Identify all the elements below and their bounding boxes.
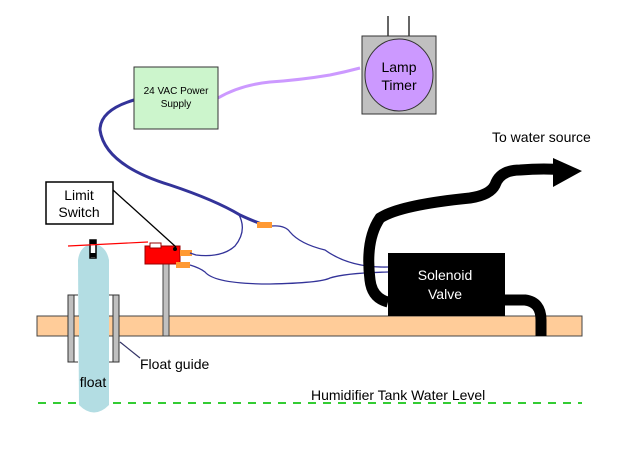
- power-supply-label-1: 24 VAC Power: [144, 86, 210, 97]
- switch-terminal-1: [180, 250, 192, 256]
- water-arrow-head: [553, 158, 582, 187]
- float-guide-right: [112, 294, 120, 363]
- wire-to-valve-2: [189, 264, 389, 285]
- limit-switch-label-1: Limit: [64, 187, 94, 203]
- switch-terminal-2: [176, 262, 190, 268]
- solenoid-valve-label-1: Solenoid: [418, 267, 473, 283]
- limit-switch-label-box: [45, 181, 114, 225]
- wire-timer-cord: [217, 66, 361, 100]
- float-guide-pointer: [119, 341, 141, 359]
- limit-switch-pointer: [112, 189, 177, 248]
- limit-switch-label-2: Switch: [58, 204, 99, 220]
- lamp-timer-face: [364, 38, 434, 112]
- lamp-timer-label-1: Lamp: [381, 59, 416, 75]
- float-guide-label: Float guide: [140, 356, 209, 372]
- solenoid-valve-body: [388, 253, 505, 316]
- power-supply-box: [133, 66, 219, 130]
- float-guide-left: [67, 294, 75, 363]
- lamp-timer-label-2: Timer: [381, 77, 417, 93]
- float-label: float: [80, 374, 107, 390]
- water-hose-out: [363, 163, 566, 308]
- water-source-label: To water source: [492, 129, 591, 145]
- float-body-front: [79, 300, 109, 360]
- power-supply-label-2: Supply: [161, 99, 192, 110]
- wire-to-valve-1: [271, 225, 389, 268]
- water-level-label: Humidifier Tank Water Level: [311, 387, 485, 403]
- wire-branch-switch: [189, 212, 243, 257]
- switch-post: [162, 257, 170, 337]
- wire-power-main: [98, 98, 266, 227]
- water-hose-down: [505, 294, 547, 336]
- switch-lever: [67, 241, 149, 247]
- wire-connector: [257, 222, 272, 228]
- solenoid-valve-label-2: Valve: [428, 286, 462, 302]
- tank-lid: [36, 315, 583, 337]
